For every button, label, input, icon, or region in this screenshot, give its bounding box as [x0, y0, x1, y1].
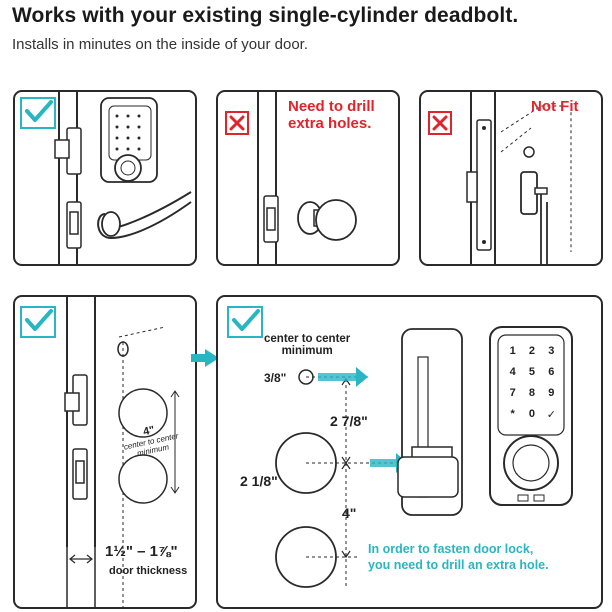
- hole-diameter: 2 1/8": [240, 473, 278, 489]
- keypad-key: ✓: [546, 409, 556, 421]
- check-icon: [232, 309, 260, 331]
- mini-keypad-dot: [115, 147, 119, 151]
- mini-keypad-dot: [137, 114, 141, 118]
- mini-keypad-dot: [115, 114, 119, 118]
- drill-message-line1: Need to drill: [288, 98, 375, 115]
- panel-installation: center to center minimum 3/8" 2 7/8" 2 1…: [216, 295, 603, 609]
- install-note-line1: In order to fasten door lock,: [368, 542, 534, 556]
- keypad-key: 8: [528, 387, 536, 399]
- mini-keypad-dot: [126, 114, 130, 118]
- keypad-key: 5: [528, 366, 536, 378]
- panel-not-fit: Not Fit: [419, 90, 603, 266]
- keypad-key: 1: [509, 345, 516, 357]
- keypad-key: 7: [509, 387, 516, 399]
- upper-distance: 2 7/8": [330, 413, 368, 429]
- panel-need-drill: Need to drill extra holes.: [216, 90, 400, 266]
- keypad-key: 0: [528, 408, 536, 420]
- keypad-key: 3: [548, 345, 555, 357]
- drill-message-line2: extra holes.: [288, 115, 372, 132]
- mini-keypad-dot: [126, 125, 130, 129]
- page-subtitle: Installs in minutes on the inside of you…: [12, 36, 309, 53]
- install-min-label-1: center to center: [264, 333, 351, 345]
- keypad-key: 2: [528, 345, 536, 357]
- cross-icon: [432, 115, 448, 131]
- mini-keypad-dot: [126, 147, 130, 151]
- lower-distance: 4": [342, 505, 357, 521]
- keypad-key: 9: [548, 387, 555, 399]
- door-knob: [297, 199, 357, 241]
- mini-keypad-dot: [137, 147, 141, 151]
- install-min-label-2: minimum: [281, 345, 333, 357]
- check-icon: [25, 100, 53, 122]
- thickness-value: 1½" – 1⅞": [105, 543, 178, 560]
- mini-keypad-dot: [115, 136, 119, 140]
- install-note-line2: you need to drill an extra hole.: [368, 558, 549, 572]
- small-hole-size: 3/8": [264, 371, 287, 385]
- not-fit-message: Not Fit: [531, 98, 579, 115]
- smart-lock-front: [489, 326, 573, 506]
- mini-keypad-dot: [137, 125, 141, 129]
- arrow-right-icon: [191, 349, 219, 367]
- mini-keypad-dot: [126, 136, 130, 140]
- cross-icon: [229, 115, 245, 131]
- keypad-key: 4: [509, 366, 516, 378]
- smart-lock-keypad: [100, 97, 158, 183]
- mini-keypad-dot: [137, 136, 141, 140]
- panel-door-thickness: 4" center to center minimum 1½" – 1⅞" do…: [13, 295, 197, 609]
- page-title: Works with your existing single-cylinder…: [12, 4, 519, 27]
- check-icon: [25, 309, 53, 331]
- mini-keypad-dot: [115, 125, 119, 129]
- keypad-key: 6: [548, 366, 555, 378]
- panel-compatible: [13, 90, 197, 266]
- keypad-key: *: [510, 408, 515, 420]
- thickness-label: door thickness: [109, 565, 188, 577]
